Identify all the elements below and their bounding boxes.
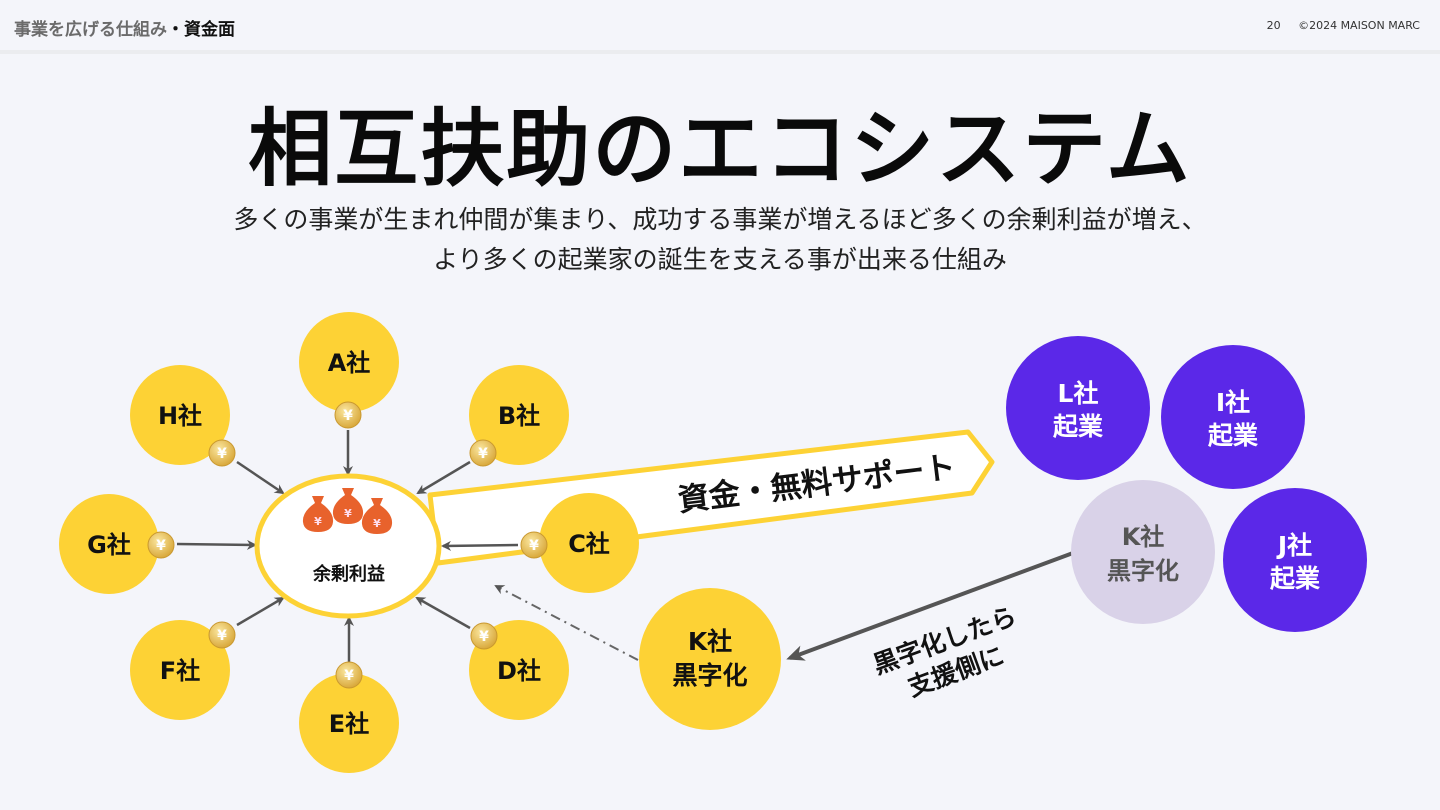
- startup-status: 起業: [1053, 412, 1103, 441]
- svg-text:¥: ¥: [478, 446, 488, 462]
- yen-coin-icon: ¥: [469, 439, 497, 467]
- company-k-faded: K社 黒字化: [1071, 480, 1215, 624]
- k-faded-status: 黒字化: [1107, 557, 1179, 585]
- company-label: F社: [160, 657, 200, 685]
- copyright: ©2024 MAISON MARC: [1298, 19, 1420, 32]
- startup-label: J社: [1276, 531, 1312, 560]
- company-node-a: A社 ¥: [299, 312, 399, 429]
- page-number: 20: [1266, 19, 1281, 32]
- arrow-h-to-center: [236, 460, 285, 495]
- company-node-h: H社 ¥: [130, 365, 236, 467]
- yen-coin-icon: ¥: [470, 622, 498, 650]
- company-label: B社: [498, 402, 540, 430]
- svg-text:¥: ¥: [529, 538, 539, 554]
- company-node-e: E社 ¥: [299, 661, 399, 773]
- arrow-c-to-center: [441, 540, 519, 551]
- yen-coin-icon: ¥: [335, 661, 363, 689]
- yen-coin-icon: ¥: [208, 439, 236, 467]
- svg-text:¥: ¥: [343, 408, 353, 424]
- company-label: A社: [328, 349, 371, 377]
- k-faded-label: K社: [1122, 523, 1165, 551]
- startup-status: 起業: [1208, 421, 1258, 450]
- company-label: D社: [497, 657, 541, 685]
- svg-text:¥: ¥: [344, 668, 354, 684]
- breadcrumb-current: 資金面: [184, 20, 235, 40]
- startup-status: 起業: [1270, 564, 1320, 593]
- money-bags-icon: ¥ ¥ ¥: [302, 488, 393, 534]
- yen-coin-icon: ¥: [208, 621, 236, 649]
- company-label: H社: [158, 402, 202, 430]
- header-bar: 事業を広げる仕組み・資金面 20 ©2024 MAISON MARC: [0, 0, 1440, 54]
- graduate-arrow: [786, 551, 1074, 661]
- company-node-b: B社 ¥: [469, 365, 569, 467]
- company-label: C社: [568, 530, 610, 558]
- svg-text:¥: ¥: [156, 538, 166, 554]
- yen-coin-icon: ¥: [334, 401, 362, 429]
- header-meta: 20 ©2024 MAISON MARC: [1253, 19, 1420, 32]
- k-label: K社: [688, 627, 732, 656]
- startup-label: L社: [1058, 379, 1099, 408]
- company-node-g: G社 ¥: [59, 494, 175, 594]
- yen-coin-icon: ¥: [147, 531, 175, 559]
- arrow-f-to-center: [236, 596, 285, 627]
- subtitle-line-1: 多くの事業が生まれ仲間が集まり、成功する事業が増えるほど多くの余剰利益が増え、: [233, 205, 1207, 234]
- surplus-profit-label: 余剰利益: [312, 563, 385, 585]
- arrow-b-to-center: [416, 460, 471, 495]
- arrow-d-to-center: [415, 596, 471, 630]
- svg-text:¥: ¥: [479, 629, 489, 645]
- subtitle-line-2: より多くの起業家の誕生を支える事が出来る仕組み: [433, 245, 1007, 274]
- company-node-c: C社 ¥: [520, 493, 639, 593]
- yen-coin-icon: ¥: [520, 531, 548, 559]
- return-arrow-dashed: [494, 585, 639, 661]
- surplus-profit-node: [254, 473, 442, 619]
- svg-text:¥: ¥: [344, 507, 352, 520]
- company-label: E社: [329, 710, 369, 738]
- arrow-g-to-center: [176, 539, 257, 550]
- company-node-f: F社 ¥: [130, 620, 236, 720]
- company-label: G社: [87, 531, 131, 559]
- breadcrumb-separator: ・: [167, 20, 184, 40]
- svg-text:¥: ¥: [217, 446, 227, 462]
- company-k-profitable: K社 黒字化: [639, 588, 781, 730]
- svg-text:¥: ¥: [373, 517, 381, 530]
- startup-label: I社: [1216, 388, 1250, 417]
- breadcrumb-section: 事業を広げる仕組み: [14, 20, 167, 40]
- page-title: 相互扶助のエコシステム: [248, 100, 1192, 198]
- k-status: 黒字化: [672, 661, 747, 690]
- company-node-d: D社 ¥: [469, 620, 569, 720]
- svg-text:¥: ¥: [217, 628, 227, 644]
- svg-text:¥: ¥: [314, 515, 322, 528]
- breadcrumb: 事業を広げる仕組み・資金面: [14, 15, 235, 40]
